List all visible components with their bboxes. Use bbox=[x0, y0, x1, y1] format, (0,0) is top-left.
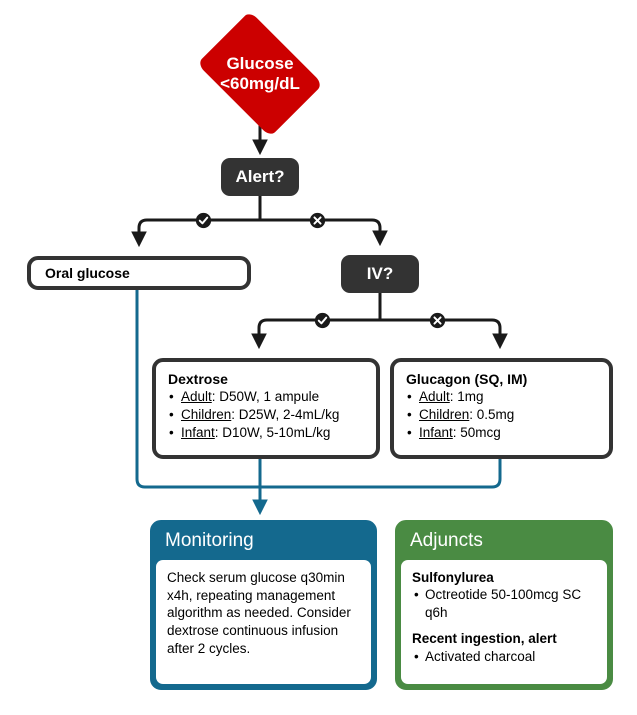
decision-node-iv[interactable]: IV? bbox=[341, 255, 419, 293]
edge-alert-no bbox=[260, 218, 388, 247]
list-item: Adult: 1mg bbox=[406, 388, 599, 406]
list-item: Infant: 50mcg bbox=[406, 424, 599, 442]
adjunct-group-heading: Sulfonylurea bbox=[412, 569, 494, 585]
glucagon-content: Glucagon (SQ, IM) Adult: 1mg Children: 0… bbox=[394, 362, 609, 443]
check-circle-icon bbox=[195, 212, 211, 228]
edge-glucagon-to-monitoring bbox=[260, 459, 502, 489]
dose-term: Adult bbox=[181, 389, 212, 404]
panel-monitoring-text: Check serum glucose q30min x4h, repeatin… bbox=[167, 569, 351, 657]
list-item: Activated charcoal bbox=[412, 648, 597, 666]
start-node-glucose: Glucose <60mg/dL bbox=[192, 10, 328, 138]
glucagon-title: Glucagon (SQ, IM) bbox=[406, 371, 528, 387]
edge-iv-yes bbox=[251, 318, 380, 350]
panel-adjuncts[interactable]: Adjuncts Sulfonylurea Octreotide 50-100m… bbox=[395, 520, 613, 690]
x-circle-icon bbox=[309, 212, 325, 228]
process-box-oral-glucose-label: Oral glucose bbox=[45, 265, 130, 281]
edge-alert-yes bbox=[131, 218, 260, 248]
glucagon-dose-list: Adult: 1mg Children: 0.5mg Infant: 50mcg bbox=[406, 388, 599, 443]
dose-term: Infant bbox=[181, 425, 215, 441]
adjunct-group: Recent ingestion, alert Activated charco… bbox=[412, 630, 597, 665]
dose-value: : 50mcg bbox=[452, 425, 501, 441]
panel-monitoring-heading: Monitoring bbox=[165, 530, 254, 551]
decision-node-alert-label: Alert? bbox=[235, 167, 285, 186]
dose-value: : D50W, 1 ampule bbox=[211, 389, 320, 404]
decision-node-iv-label: IV? bbox=[366, 264, 394, 283]
dose-value: : 1mg bbox=[449, 389, 484, 404]
dose-value: : 0.5mg bbox=[469, 407, 515, 423]
x-circle-icon bbox=[429, 312, 445, 328]
dose-term: Children bbox=[419, 407, 470, 423]
panel-monitoring[interactable]: Monitoring Check serum glucose q30min x4… bbox=[150, 520, 377, 690]
adjunct-group-heading: Recent ingestion, alert bbox=[412, 631, 557, 647]
panel-monitoring-body: Check serum glucose q30min x4h, repeatin… bbox=[156, 559, 371, 684]
list-item: Octreotide 50-100mcg SC q6h bbox=[412, 586, 597, 621]
list-item: Children: 0.5mg bbox=[406, 406, 599, 424]
dose-term: Children bbox=[181, 407, 232, 423]
dose-term: Infant bbox=[419, 425, 453, 441]
process-box-oral-glucose[interactable]: Oral glucose bbox=[27, 256, 251, 290]
start-node-label: Glucose <60mg/dL bbox=[192, 22, 328, 126]
check-circle-icon bbox=[314, 312, 330, 328]
list-item: Adult: D50W, 1 ampule bbox=[168, 388, 366, 406]
dextrose-title: Dextrose bbox=[168, 371, 228, 387]
list-item: Children: D25W, 2-4mL/kg bbox=[168, 406, 366, 424]
dextrose-content: Dextrose Adult: D50W, 1 ampule Children:… bbox=[156, 362, 376, 443]
process-box-glucagon[interactable]: Glucagon (SQ, IM) Adult: 1mg Children: 0… bbox=[390, 358, 613, 459]
adjunct-item-list: Activated charcoal bbox=[412, 648, 597, 666]
decision-node-alert[interactable]: Alert? bbox=[221, 158, 299, 196]
list-item: Infant: D10W, 5-10mL/kg bbox=[168, 424, 366, 442]
dose-term: Adult bbox=[419, 389, 450, 404]
start-node-line1: Glucose bbox=[226, 53, 294, 73]
dextrose-dose-list: Adult: D50W, 1 ampule Children: D25W, 2-… bbox=[168, 388, 366, 443]
panel-adjuncts-body: Sulfonylurea Octreotide 50-100mcg SC q6h… bbox=[401, 559, 607, 684]
edge-oral-to-monitoring bbox=[135, 290, 260, 489]
panel-adjuncts-heading: Adjuncts bbox=[410, 530, 483, 551]
process-box-dextrose[interactable]: Dextrose Adult: D50W, 1 ampule Children:… bbox=[152, 358, 380, 459]
edge-iv-no bbox=[380, 318, 508, 350]
adjunct-group: Sulfonylurea Octreotide 50-100mcg SC q6h bbox=[412, 569, 597, 622]
dose-value: : D25W, 2-4mL/kg bbox=[231, 407, 340, 423]
adjunct-item-list: Octreotide 50-100mcg SC q6h bbox=[412, 586, 597, 621]
dose-value: : D10W, 5-10mL/kg bbox=[214, 425, 331, 441]
start-node-line2: <60mg/dL bbox=[220, 74, 300, 93]
